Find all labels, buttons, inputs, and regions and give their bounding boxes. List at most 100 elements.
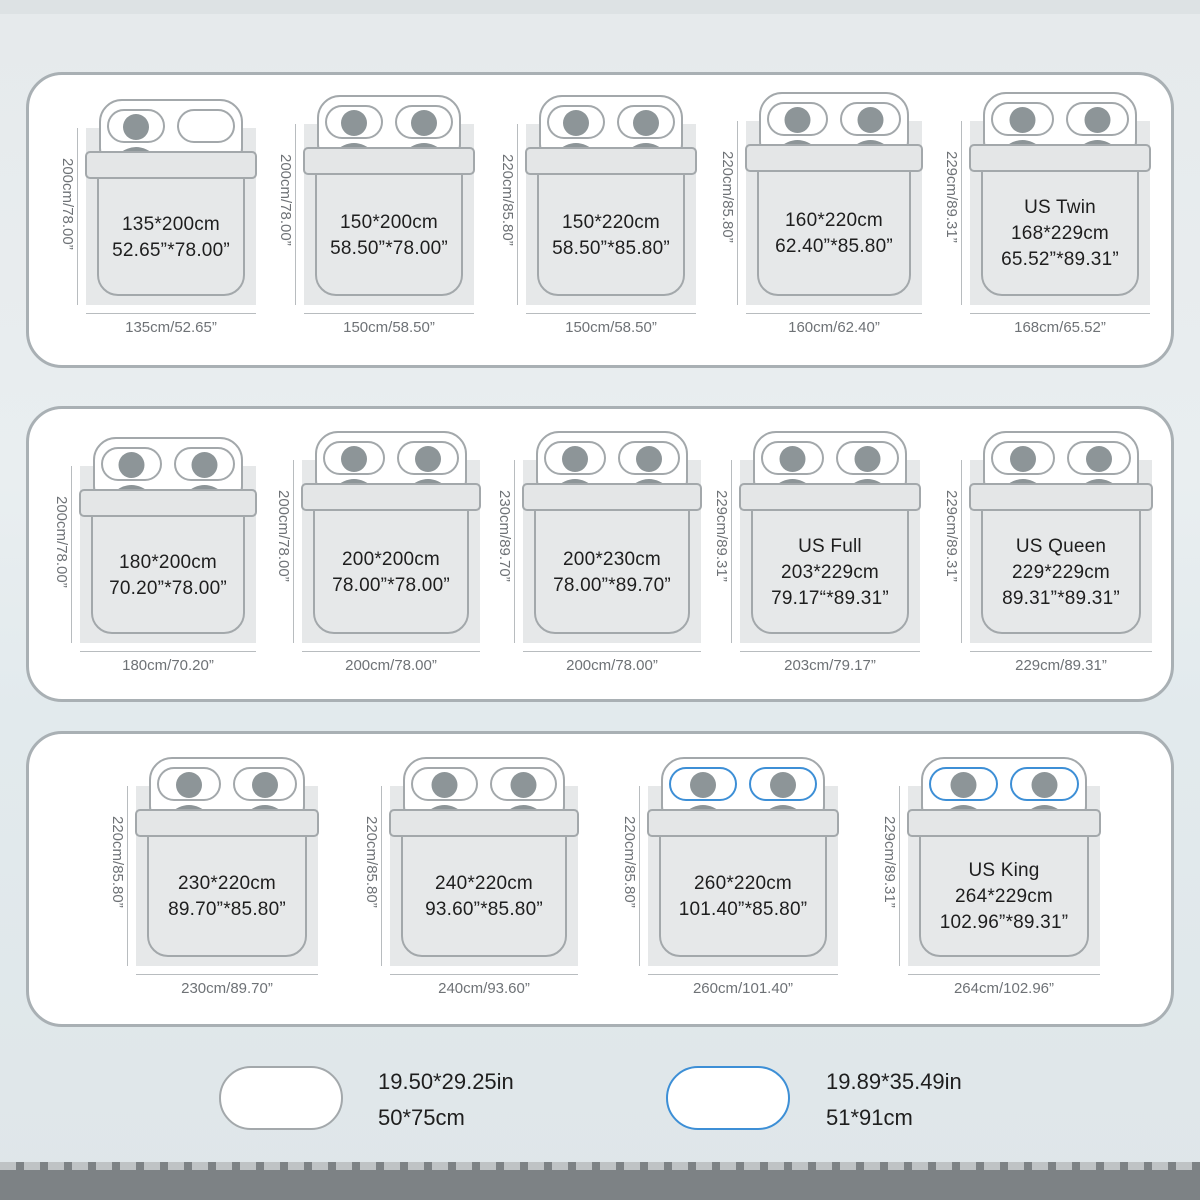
person-head-icon — [1084, 107, 1111, 133]
length-dimension-line — [295, 124, 296, 305]
bed-type-name: US Twin — [1024, 197, 1096, 218]
person-head-icon — [252, 772, 278, 798]
width-dimension-line — [302, 651, 480, 652]
bed-width-dimension: 150cm/58.50” — [565, 319, 657, 336]
blanket-fold — [969, 144, 1151, 172]
person-head-icon — [1010, 446, 1036, 472]
person-head-icon — [770, 772, 796, 798]
bed-width-dimension: 150cm/58.50” — [343, 319, 435, 336]
length-dimension-line — [293, 460, 294, 643]
person-head-icon — [411, 110, 437, 136]
pillow-legend-standard-text: 19.50*29.25in 50*75cm — [378, 1064, 514, 1136]
length-dimension-line — [71, 466, 72, 643]
person-head-icon — [854, 446, 881, 472]
width-dimension-line — [390, 974, 578, 975]
length-dimension-line — [514, 460, 515, 643]
length-dimension-line — [961, 460, 962, 643]
blanket-fold — [647, 809, 839, 837]
bed-width-dimension: 260cm/101.40” — [692, 980, 794, 997]
bed-width-dimension: 230cm/89.70” — [181, 980, 273, 997]
width-dimension-line — [908, 974, 1100, 975]
person-head-icon — [176, 772, 202, 798]
person-head-icon — [415, 446, 441, 472]
bed-size-cm: 135*200cm — [122, 213, 220, 235]
bed-length-dimension: 200cm/78.00” — [277, 154, 294, 246]
bed-size-cm: 180*200cm — [119, 551, 217, 573]
bed-illustration — [907, 757, 1101, 966]
bed-size-inch: 70.20”*78.00” — [109, 577, 227, 599]
pillow-legend-king-shape — [666, 1066, 790, 1130]
bed-length-dimension: 229cm/89.31” — [713, 490, 730, 582]
blanket-fold — [525, 147, 697, 175]
blanket-fold — [389, 809, 579, 837]
bed-length-dimension: 220cm/85.80” — [499, 154, 516, 246]
pillow-standard-cm: 50*75cm — [378, 1105, 465, 1130]
blanket-fold — [739, 483, 921, 511]
blanket-fold — [79, 489, 257, 517]
bed-size-cm: 160*220cm — [785, 210, 883, 231]
length-dimension-line — [961, 121, 962, 305]
width-dimension-line — [526, 313, 696, 314]
bed-width-dimension: 160cm/62.40” — [788, 319, 880, 336]
bed-length-dimension: 229cm/89.31” — [943, 490, 960, 582]
length-dimension-line — [381, 786, 382, 966]
bed-size-card: 180*200cm 70.20”*78.00” — [79, 437, 257, 643]
bed-width-dimension: 200cm/78.00” — [345, 657, 437, 674]
width-dimension-line — [970, 313, 1150, 314]
length-dimension-line — [737, 121, 738, 305]
bed-length-dimension: 229cm/89.31” — [881, 816, 898, 908]
bed-illustration — [522, 431, 702, 643]
bed-illustration — [79, 437, 257, 643]
blanket-fold — [135, 809, 319, 837]
bed-length-dimension: 220cm/85.80” — [621, 816, 638, 908]
bed-width-dimension: 168cm/65.52” — [1014, 319, 1106, 336]
blanket-fold — [301, 483, 481, 511]
bed-width-dimension: 240cm/93.60” — [438, 980, 530, 997]
width-dimension-line — [523, 651, 701, 652]
width-dimension-line — [746, 313, 922, 314]
length-dimension-line — [639, 786, 640, 966]
bed-illustration — [301, 431, 481, 643]
width-dimension-line — [970, 651, 1152, 652]
bed-width-dimension: 200cm/78.00” — [566, 657, 658, 674]
bed-length-dimension: 200cm/78.00” — [275, 490, 292, 582]
person-head-icon — [341, 110, 367, 136]
bed-illustration — [647, 757, 839, 966]
person-head-icon — [118, 452, 145, 478]
pillow-standard-inch: 19.50*29.25in — [378, 1069, 514, 1094]
pillow-legend-king-text: 19.89*35.49in 51*91cm — [826, 1064, 962, 1136]
width-dimension-line — [304, 313, 474, 314]
bed-width-dimension: 135cm/52.65” — [125, 319, 217, 336]
width-dimension-line — [80, 651, 256, 652]
bed-size-inch: 93.60”*85.80” — [425, 899, 543, 920]
pillow — [177, 109, 235, 143]
length-dimension-line — [731, 460, 732, 643]
person-head-icon — [123, 114, 149, 140]
bed-size-inch: 89.31”*89.31” — [1002, 587, 1120, 609]
bed-size-cm: 260*220cm — [694, 873, 792, 894]
person-head-icon — [857, 107, 884, 133]
bed-length-dimension: 200cm/78.00” — [53, 496, 70, 588]
bed-illustration — [389, 757, 579, 966]
blanket-fold — [303, 147, 475, 175]
bed-size-inch: 78.00”*89.70” — [553, 574, 671, 596]
bed-size-inch: 58.50”*85.80” — [552, 237, 670, 259]
person-head-icon — [633, 110, 659, 136]
person-head-icon — [690, 772, 716, 798]
bed-size-inch: 102.96”*89.31” — [939, 912, 1069, 933]
